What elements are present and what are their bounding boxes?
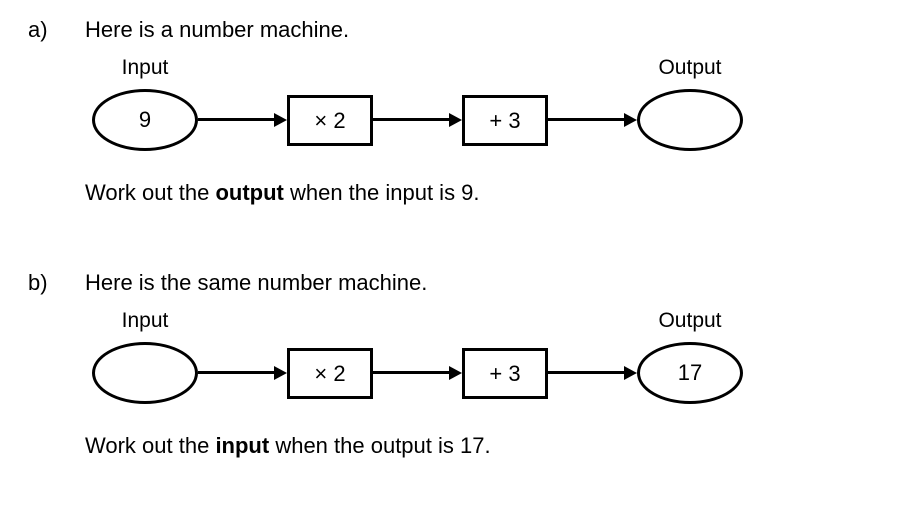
operation-label: × 2: [314, 107, 346, 133]
operation-box-multiply: × 2: [287, 348, 373, 399]
flow-arrow: [373, 365, 462, 381]
arrowhead-right-icon: [624, 366, 637, 380]
question-section-a: a) Here is a number machine. Input Outpu…: [0, 0, 920, 253]
operation-label: + 3: [489, 360, 521, 386]
arrow-shaft: [548, 118, 628, 121]
question-prefix: Work out the: [85, 180, 216, 205]
part-label: a): [28, 17, 48, 42]
output-label: Output: [658, 56, 722, 79]
question-text: Work out the input when the output is 17…: [85, 433, 491, 459]
question-prefix: Work out the: [85, 433, 216, 458]
flow-arrow: [198, 365, 287, 381]
part-label: b): [28, 270, 48, 295]
arrow-shaft: [373, 118, 453, 121]
flow-arrow: [548, 112, 637, 128]
flow-arrow: [198, 112, 287, 128]
arrow-shaft: [198, 118, 278, 121]
flow-arrow: [548, 365, 637, 381]
input-label: Input: [121, 309, 169, 332]
arrowhead-right-icon: [274, 113, 287, 127]
output-node: [637, 89, 743, 151]
arrowhead-right-icon: [449, 366, 462, 380]
arrow-shaft: [373, 371, 453, 374]
operation-box-multiply: × 2: [287, 95, 373, 146]
arrowhead-right-icon: [449, 113, 462, 127]
output-node: 17: [637, 342, 743, 404]
arrow-shaft: [548, 371, 628, 374]
question-bold-word: output: [215, 180, 284, 205]
flow-arrow: [373, 112, 462, 128]
arrowhead-right-icon: [624, 113, 637, 127]
input-value: 9: [138, 107, 152, 132]
arrowhead-right-icon: [274, 366, 287, 380]
question-suffix: when the input is 9.: [283, 180, 480, 205]
operation-label: × 2: [314, 360, 346, 386]
question-suffix: when the output is 17.: [269, 433, 491, 458]
input-label: Input: [121, 56, 169, 79]
output-label: Output: [658, 309, 722, 332]
arrow-shaft: [198, 371, 278, 374]
section-heading: Here is a number machine.: [85, 17, 350, 42]
question-section-b: b) Here is the same number machine. Inpu…: [0, 253, 920, 506]
operation-box-add: + 3: [462, 348, 548, 399]
operation-box-add: + 3: [462, 95, 548, 146]
section-heading: Here is the same number machine.: [85, 270, 428, 295]
question-text: Work out the output when the input is 9.: [85, 180, 480, 206]
input-node: 9: [92, 89, 198, 151]
output-value: 17: [677, 360, 703, 385]
operation-label: + 3: [489, 107, 521, 133]
input-node: [92, 342, 198, 404]
question-bold-word: input: [215, 433, 270, 458]
